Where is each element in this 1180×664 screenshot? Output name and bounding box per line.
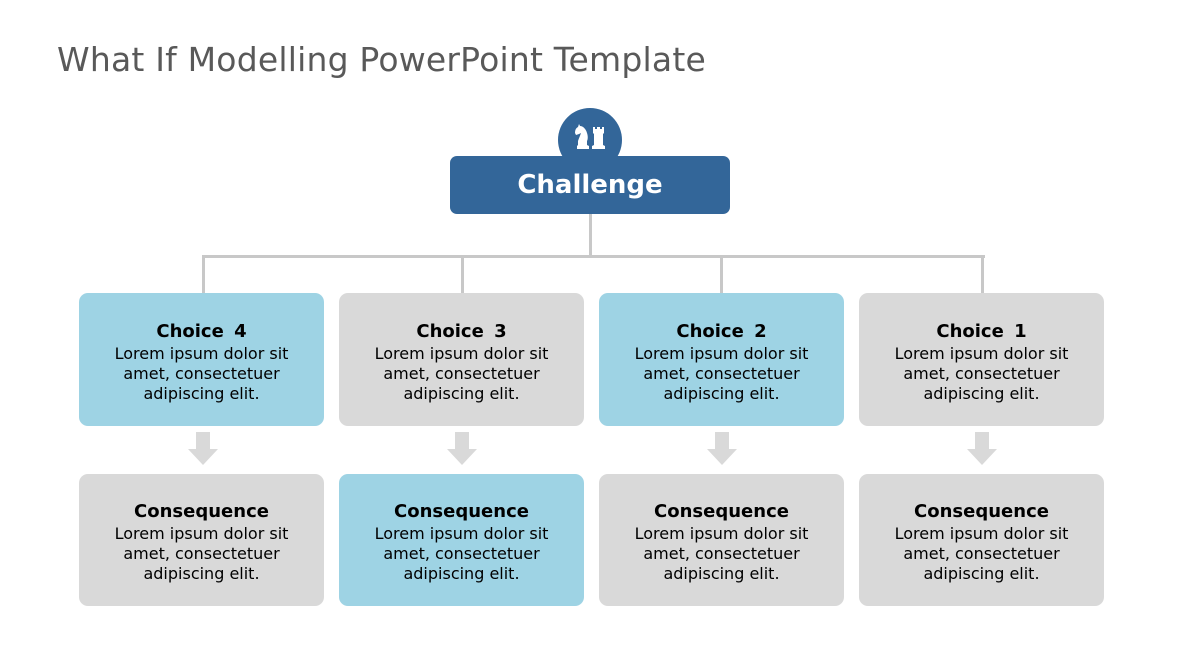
consequence-title: Consequence — [654, 501, 789, 522]
consequence-card-3: Consequence Lorem ipsum dolor sit amet, … — [599, 474, 844, 606]
choice-card-3: Choice 3 Lorem ipsum dolor sit amet, con… — [339, 293, 584, 426]
choice-card-4: Choice 4 Lorem ipsum dolor sit amet, con… — [79, 293, 324, 426]
choice-title: Choice 2 — [676, 320, 767, 342]
consequence-card-2: Consequence Lorem ipsum dolor sit amet, … — [339, 474, 584, 606]
connector-drop-choice-3 — [461, 255, 464, 294]
choice-text: Lorem ipsum dolor sit amet, consectetuer… — [894, 343, 1069, 403]
choice-text: Lorem ipsum dolor sit amet, consectetuer… — [114, 343, 289, 403]
choice-card-1: Choice 1 Lorem ipsum dolor sit amet, con… — [859, 293, 1104, 426]
choice-title: Choice 4 — [156, 320, 247, 342]
consequence-text: Lorem ipsum dolor sit amet, consectetuer… — [894, 524, 1069, 583]
chess-pieces-icon — [575, 124, 605, 149]
connector-drop-choice-2 — [720, 255, 723, 294]
consequence-title: Consequence — [914, 501, 1049, 522]
choice-text: Lorem ipsum dolor sit amet, consectetuer… — [374, 343, 549, 403]
connector-drop-choice-1 — [981, 255, 984, 294]
consequence-text: Lorem ipsum dolor sit amet, consectetuer… — [374, 524, 549, 583]
connector-trunk — [589, 214, 592, 257]
down-arrow-icon — [707, 432, 737, 465]
challenge-node: Challenge — [450, 156, 730, 214]
down-arrow-icon — [967, 432, 997, 465]
consequence-title: Consequence — [134, 501, 269, 522]
consequence-text: Lorem ipsum dolor sit amet, consectetuer… — [114, 524, 289, 583]
challenge-label: Challenge — [517, 170, 663, 200]
choice-text: Lorem ipsum dolor sit amet, consectetuer… — [634, 343, 809, 403]
consequence-text: Lorem ipsum dolor sit amet, consectetuer… — [634, 524, 809, 583]
down-arrow-icon — [188, 432, 218, 465]
connector-drop-choice-4 — [202, 255, 205, 294]
choice-title: Choice 1 — [936, 320, 1027, 342]
consequence-title: Consequence — [394, 501, 529, 522]
choice-title: Choice 3 — [416, 320, 507, 342]
connector-horizontal — [202, 255, 985, 258]
down-arrow-icon — [447, 432, 477, 465]
consequence-card-4: Consequence Lorem ipsum dolor sit amet, … — [859, 474, 1104, 606]
consequence-card-1: Consequence Lorem ipsum dolor sit amet, … — [79, 474, 324, 606]
choice-card-2: Choice 2 Lorem ipsum dolor sit amet, con… — [599, 293, 844, 426]
page-title: What If Modelling PowerPoint Template — [57, 40, 706, 79]
